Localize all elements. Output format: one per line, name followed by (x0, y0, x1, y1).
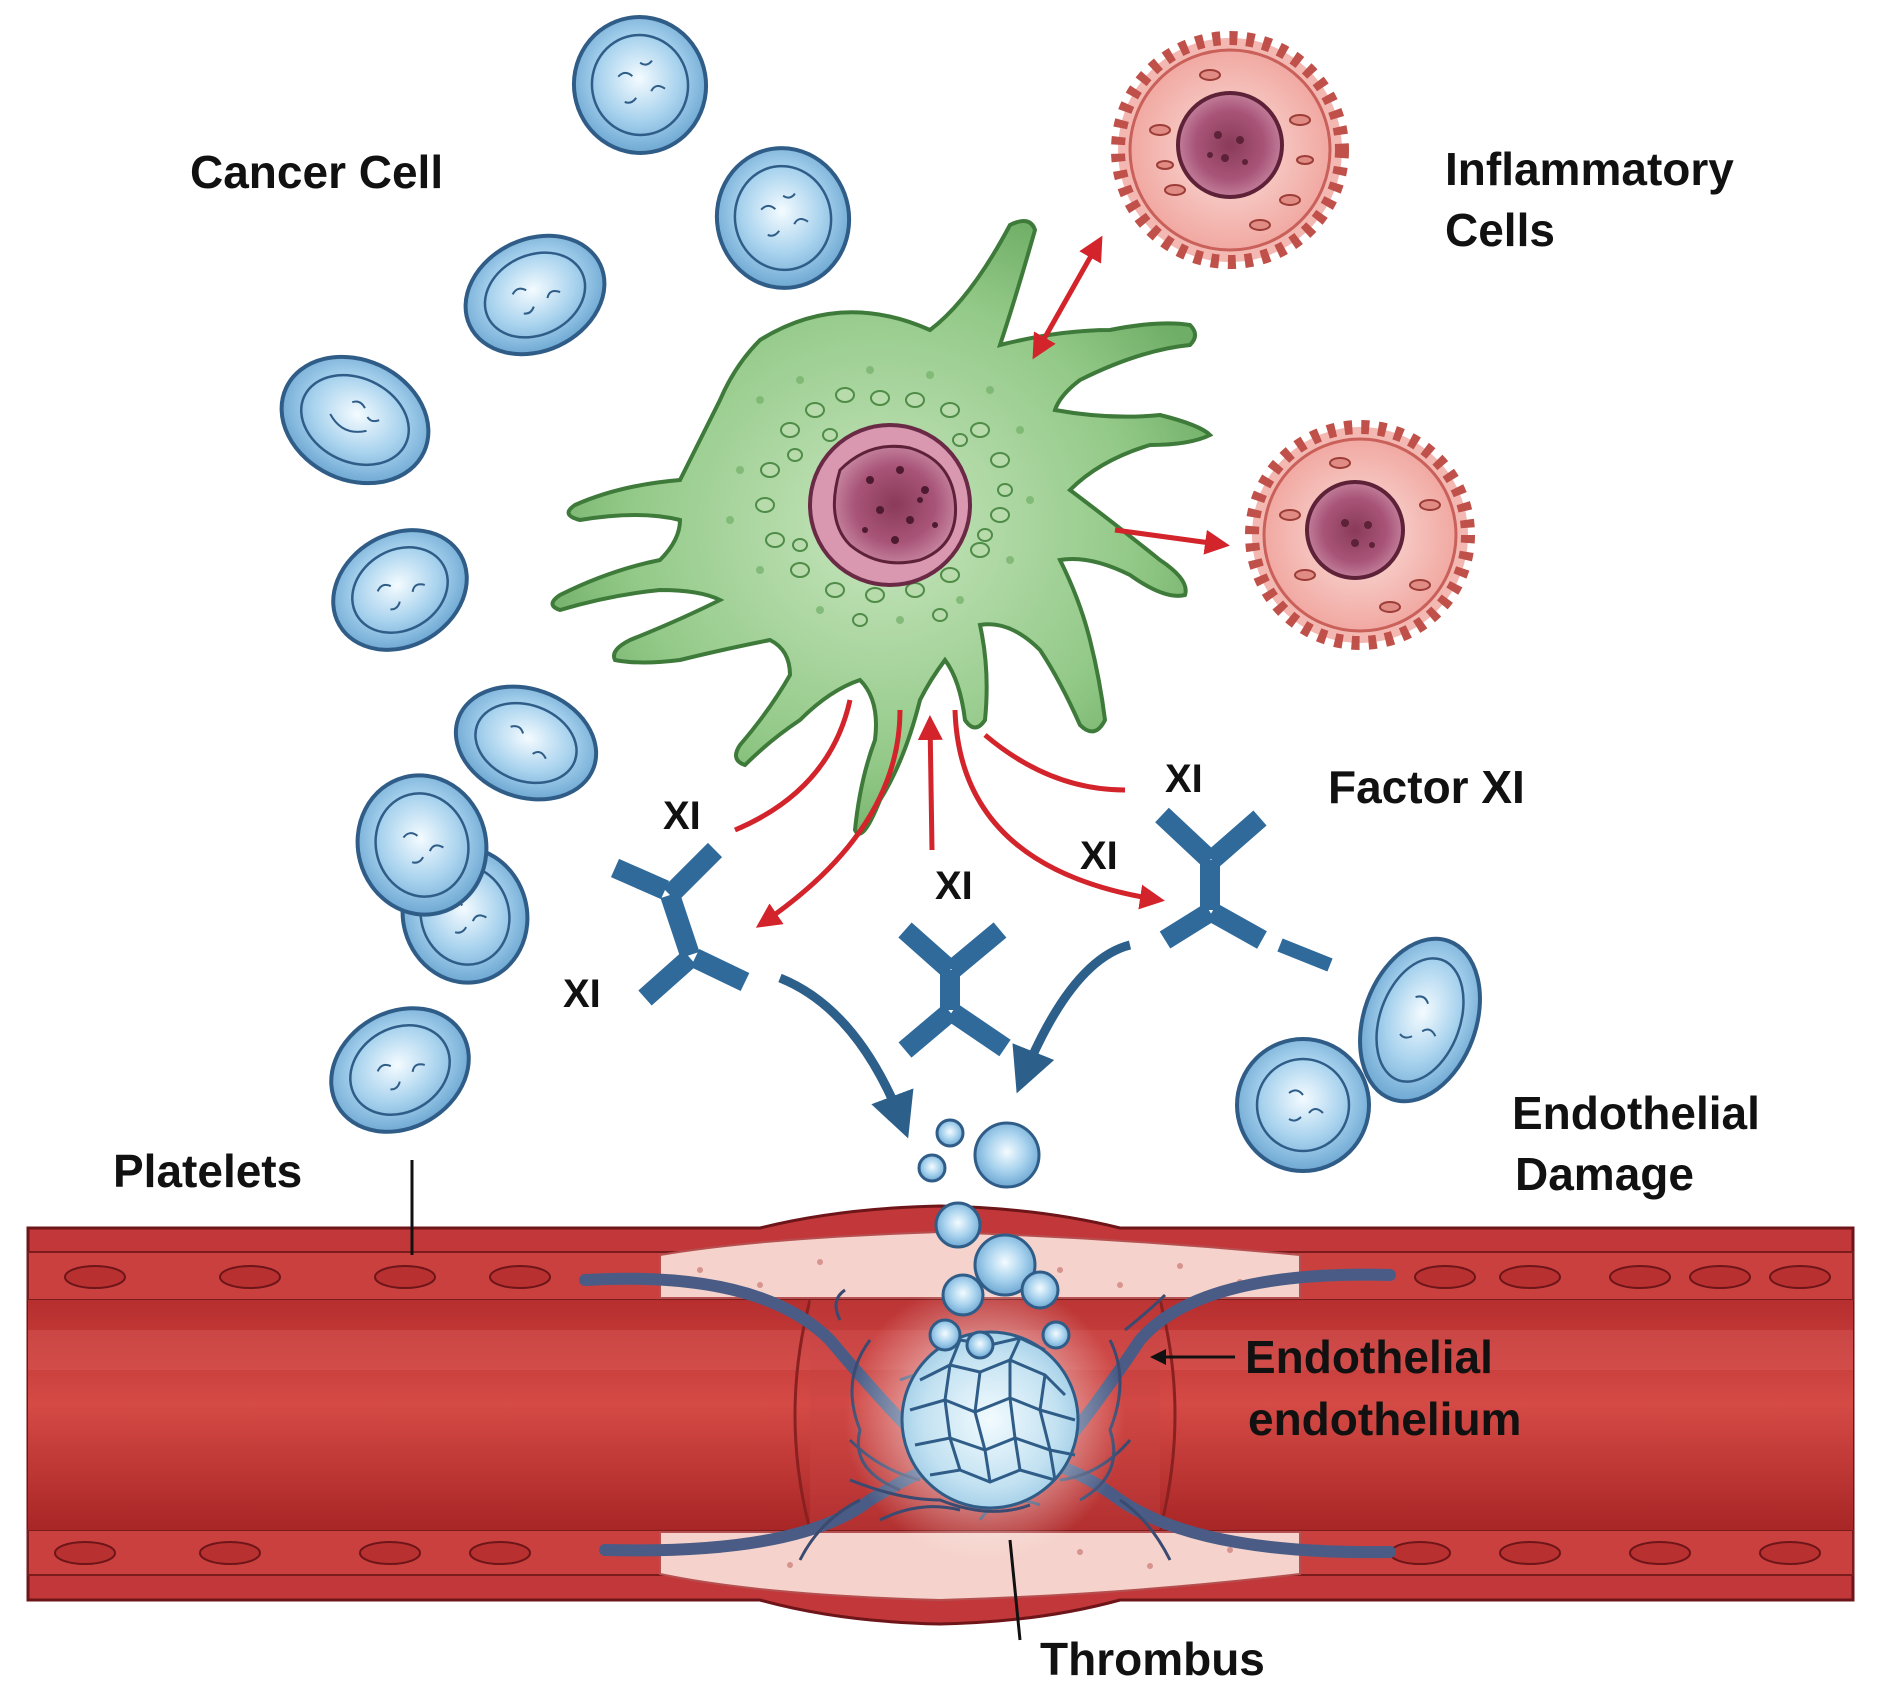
endothelial-damage-label-line2: Damage (1515, 1148, 1694, 1200)
platelet-icon (329, 1006, 471, 1134)
inflammatory-cells-label-line1: Inflammatory (1445, 143, 1734, 195)
inflammatory-cell-icon (1245, 420, 1475, 650)
small-platelets (917, 1118, 1071, 1360)
platelet-icon (1358, 936, 1482, 1104)
arrow-up-to-cell-icon (917, 715, 943, 851)
thrombus-icon (845, 1280, 1125, 1560)
factor-xi-icon (1155, 807, 1267, 949)
factor-xi-icon (898, 922, 1011, 1058)
endothelium-arrowhead-icon (1150, 1349, 1166, 1365)
arrow-to-inflammatory-icon (1114, 527, 1230, 555)
inflammatory-cell-icon (1111, 31, 1349, 269)
xi-label-center: XI (935, 864, 973, 908)
inflammatory-cells-label-line2: Cells (1445, 204, 1555, 256)
platelet-icon (331, 528, 469, 652)
red-arrows (734, 235, 1230, 928)
red-curve-right-icon (983, 733, 1126, 793)
factor-xi-icon (610, 842, 750, 1006)
arrow-to-xi-right-icon (952, 709, 1165, 910)
xi-label-left-top: XI (663, 794, 701, 838)
factor-xi-label: Factor XI (1328, 761, 1525, 813)
arrow-to-xi-left-icon (755, 709, 903, 928)
bidirectional-arrow-icon (1032, 235, 1103, 360)
factor-xi-molecules (610, 807, 1333, 1058)
xi-label-right-upper: XI (1165, 757, 1203, 801)
arrow-to-thrombus-left-icon (778, 973, 914, 1139)
arrow-to-thrombus-right-icon (1012, 940, 1132, 1094)
platelet-icon (1235, 1037, 1371, 1173)
xi-label-right-lower: XI (1080, 834, 1118, 878)
cancer-cell-icon (550, 219, 1214, 836)
platelet-icon (463, 233, 607, 357)
leader-lines (410, 1160, 1235, 1641)
blue-arrows (778, 940, 1132, 1139)
thrombus-label: Thrombus (1040, 1633, 1265, 1685)
blood-vessel-icon (26, 1204, 1855, 1626)
endothelial-endothelium-label-line1: Endothelial (1245, 1331, 1493, 1383)
platelet-icon (714, 146, 852, 290)
red-curve-left-icon (734, 699, 853, 833)
cancer-cell-label: Cancer Cell (190, 146, 444, 198)
platelet-icon (453, 684, 599, 802)
xi-label-left-bottom: XI (563, 972, 601, 1016)
platelet-icon (571, 15, 709, 155)
platelets-label: Platelets (113, 1145, 303, 1197)
endothelial-endothelium-label-line2: endothelium (1248, 1393, 1522, 1445)
platelets-group (279, 15, 1482, 1360)
platelet-icon (355, 773, 489, 917)
thrombus-leader (1008, 1539, 1022, 1641)
endothelial-damage-label-line1: Endothelial (1512, 1087, 1760, 1139)
platelet-icon (279, 354, 431, 486)
